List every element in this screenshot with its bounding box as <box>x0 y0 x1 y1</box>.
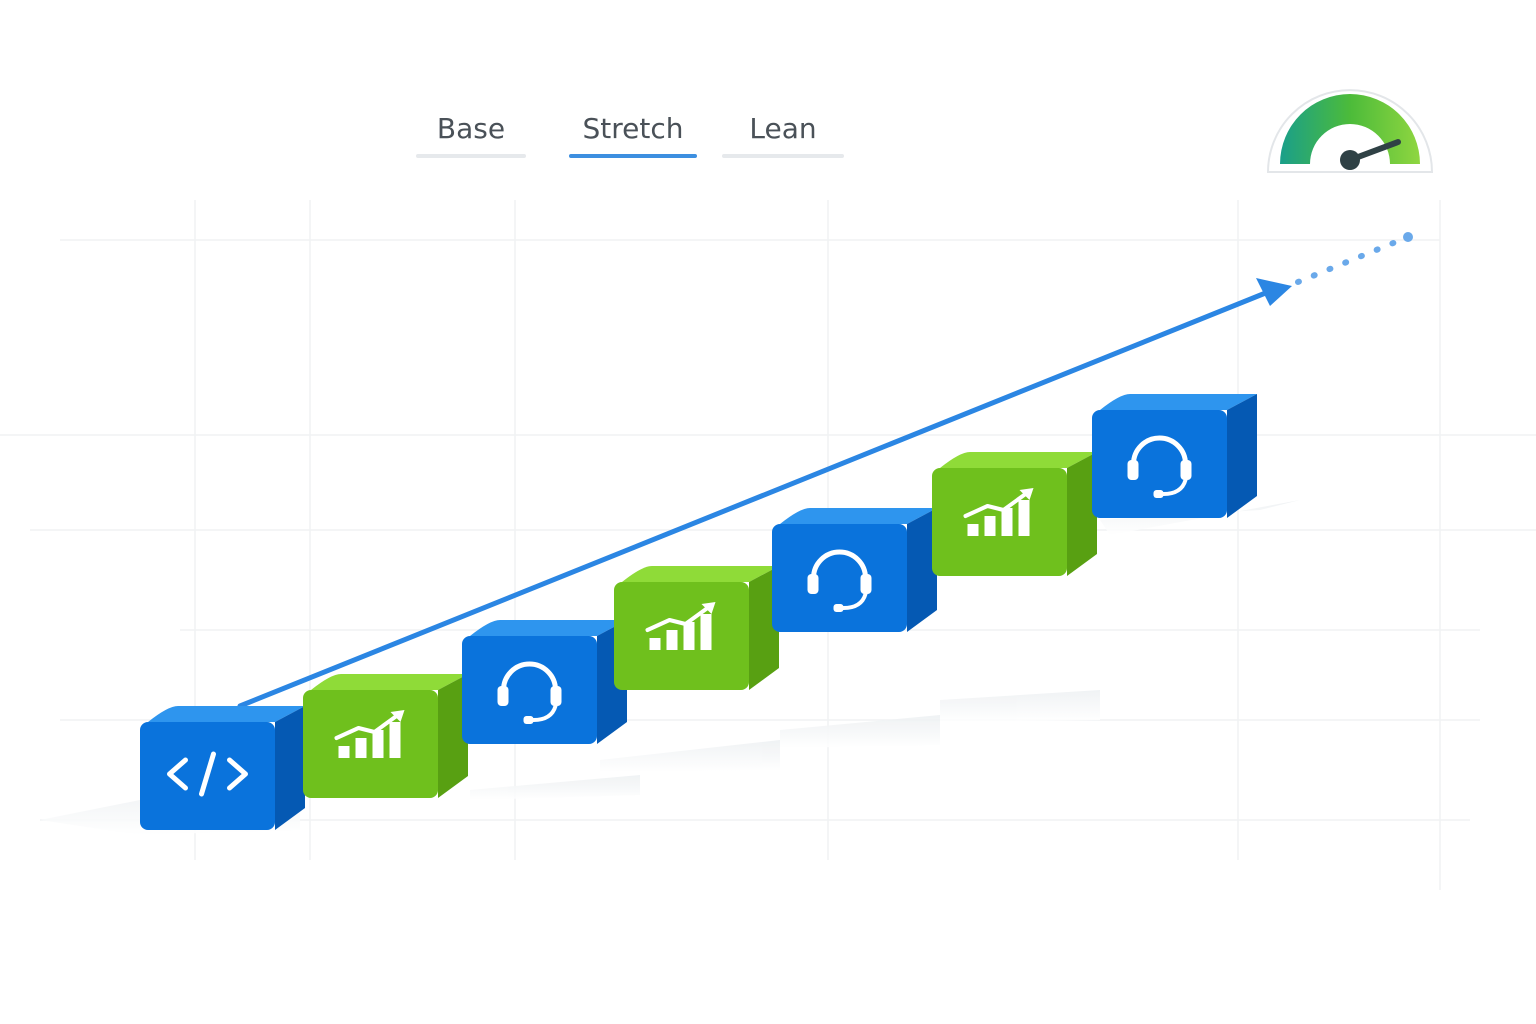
block-top-face <box>780 508 937 524</box>
block-front-face <box>932 468 1067 576</box>
block-front-face <box>772 524 907 632</box>
arrow-head-icon <box>1256 278 1292 306</box>
performance-gauge-icon <box>1266 89 1434 173</box>
growth-chart-icon <box>645 602 716 650</box>
block-front-face <box>614 582 749 690</box>
block-top-face <box>622 566 779 582</box>
gauge-hub <box>1340 150 1360 170</box>
block-side-face <box>438 674 468 798</box>
block-7 <box>1092 394 1257 518</box>
block-6 <box>932 452 1097 576</box>
block-2 <box>303 674 468 798</box>
block-side-face <box>275 706 305 830</box>
tab-stretch-underline <box>569 154 697 158</box>
block-side-face <box>907 508 937 632</box>
growth-chart-icon <box>963 488 1034 536</box>
projection-end-dot <box>1403 232 1413 242</box>
block-row <box>140 394 1257 830</box>
headset-icon <box>497 661 562 724</box>
tab-base-underline <box>416 154 526 158</box>
projection-dots <box>1295 234 1411 285</box>
tab-stretch-label: Stretch <box>582 112 684 145</box>
block-1 <box>140 706 305 830</box>
block-top-face <box>1100 394 1257 410</box>
growth-trend-arrow <box>237 232 1413 709</box>
block-5 <box>772 508 937 632</box>
growth-chart-icon <box>334 710 405 758</box>
block-top-face <box>940 452 1097 468</box>
block-top-face <box>470 620 627 636</box>
block-side-face <box>1227 394 1257 518</box>
block-top-face <box>148 706 305 722</box>
headset-icon <box>807 549 872 612</box>
block-front-face <box>1092 410 1227 518</box>
block-4 <box>614 566 779 690</box>
tab-lean-underline <box>722 154 844 158</box>
block-3 <box>462 620 627 744</box>
block-side-face <box>1067 452 1097 576</box>
headset-icon <box>1127 435 1192 498</box>
block-side-face <box>749 566 779 690</box>
code-icon <box>167 751 248 797</box>
tab-lean[interactable]: Lean <box>722 108 844 158</box>
tab-lean-label: Lean <box>749 112 817 145</box>
block-front-face <box>303 690 438 798</box>
block-front-face <box>462 636 597 744</box>
tab-base-label: Base <box>436 112 506 145</box>
block-top-face <box>311 674 468 690</box>
tab-base[interactable]: Base <box>416 108 526 158</box>
tab-stretch[interactable]: Stretch <box>569 108 697 158</box>
